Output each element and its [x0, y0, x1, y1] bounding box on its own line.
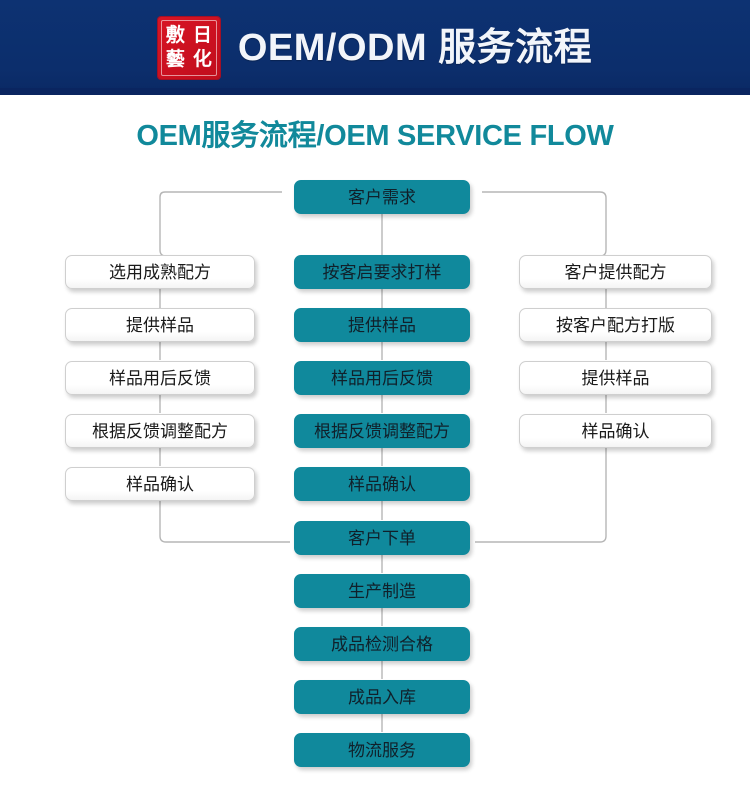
flow-node-label: 提供样品	[348, 315, 416, 335]
connector-start-to-right	[482, 191, 607, 257]
flow-node-right-4[interactable]: 样品确认	[519, 414, 712, 448]
flow-node-center-5[interactable]: 样品确认	[294, 467, 470, 501]
flow-node-label: 根据反馈调整配方	[92, 421, 228, 441]
flow-node-label: 成品检测合格	[331, 634, 433, 654]
seal-right-column: 日 化	[189, 22, 216, 74]
header-content: 敷 藝 日 化 OEM/ODM 服务流程	[157, 16, 593, 79]
flow-node-label: 根据反馈调整配方	[314, 421, 450, 441]
seal-char: 日	[192, 24, 212, 47]
flow-node-left-4[interactable]: 根据反馈调整配方	[65, 414, 255, 448]
flow-node-label: 样品用后反馈	[331, 368, 433, 388]
flow-node-left-5[interactable]: 样品确认	[65, 467, 255, 501]
flow-node-center-4[interactable]: 根据反馈调整配方	[294, 414, 470, 448]
flow-node-label: 样品用后反馈	[109, 368, 211, 388]
flow-node-label: 生产制造	[348, 581, 416, 601]
flow-node-left-3[interactable]: 样品用后反馈	[65, 361, 255, 395]
flow-node-production-2[interactable]: 生产制造	[294, 574, 470, 608]
flow-node-label: 按客启要求打样	[322, 262, 442, 282]
rikou-seal-logo-icon: 敷 藝 日 化	[157, 16, 220, 79]
flow-node-production-4[interactable]: 成品入库	[294, 680, 470, 714]
flow-node-label: 样品确认	[126, 474, 194, 494]
seal-char: 化	[192, 47, 212, 70]
flow-node-label: 样品确认	[581, 421, 650, 441]
flow-node-label: 客户需求	[348, 187, 416, 207]
flow-node-label: 提供样品	[581, 368, 650, 388]
flow-node-label: 样品确认	[348, 474, 416, 494]
flow-node-start[interactable]: 客户需求	[294, 180, 470, 214]
page-title: OEM/ODM 服务流程	[237, 26, 593, 69]
flow-node-label: 客户提供配方	[564, 262, 667, 282]
connector-left-to-order	[159, 499, 290, 543]
header-underline-divider	[0, 88, 750, 95]
flow-node-label: 客户下单	[348, 528, 416, 548]
flow-node-production-1[interactable]: 客户下单	[294, 521, 470, 555]
flow-node-label: 提供样品	[126, 315, 194, 335]
flowchart: 客户需求 选用成熟配方 提供样品 样品用后反馈 根据反馈调整配方 样品确认 按客…	[0, 160, 750, 799]
flow-node-center-1[interactable]: 按客启要求打样	[294, 255, 470, 289]
flow-node-right-3[interactable]: 提供样品	[519, 361, 712, 395]
connector-start-to-left	[159, 191, 282, 257]
flow-node-left-1[interactable]: 选用成熟配方	[65, 255, 255, 289]
flow-node-right-1[interactable]: 客户提供配方	[519, 255, 712, 289]
flow-node-left-2[interactable]: 提供样品	[65, 308, 255, 342]
flow-node-label: 物流服务	[348, 740, 416, 760]
section-subtitle: OEM服务流程/OEM SERVICE FLOW	[136, 120, 614, 152]
flow-node-right-2[interactable]: 按客户配方打版	[519, 308, 712, 342]
flow-node-label: 选用成熟配方	[109, 262, 211, 282]
flow-node-label: 成品入库	[348, 687, 416, 707]
flow-node-center-3[interactable]: 样品用后反馈	[294, 361, 470, 395]
flow-node-label: 按客户配方打版	[556, 315, 675, 335]
seal-char: 藝	[165, 47, 185, 70]
flow-node-production-5[interactable]: 物流服务	[294, 733, 470, 767]
seal-char: 敷	[165, 24, 185, 47]
connector-right-to-order	[475, 446, 607, 543]
flow-node-center-2[interactable]: 提供样品	[294, 308, 470, 342]
page-header: 敷 藝 日 化 OEM/ODM 服务流程	[0, 0, 750, 95]
seal-left-column: 敷 藝	[162, 22, 189, 74]
flowchart-connectors	[159, 191, 607, 732]
flow-node-production-3[interactable]: 成品检测合格	[294, 627, 470, 661]
